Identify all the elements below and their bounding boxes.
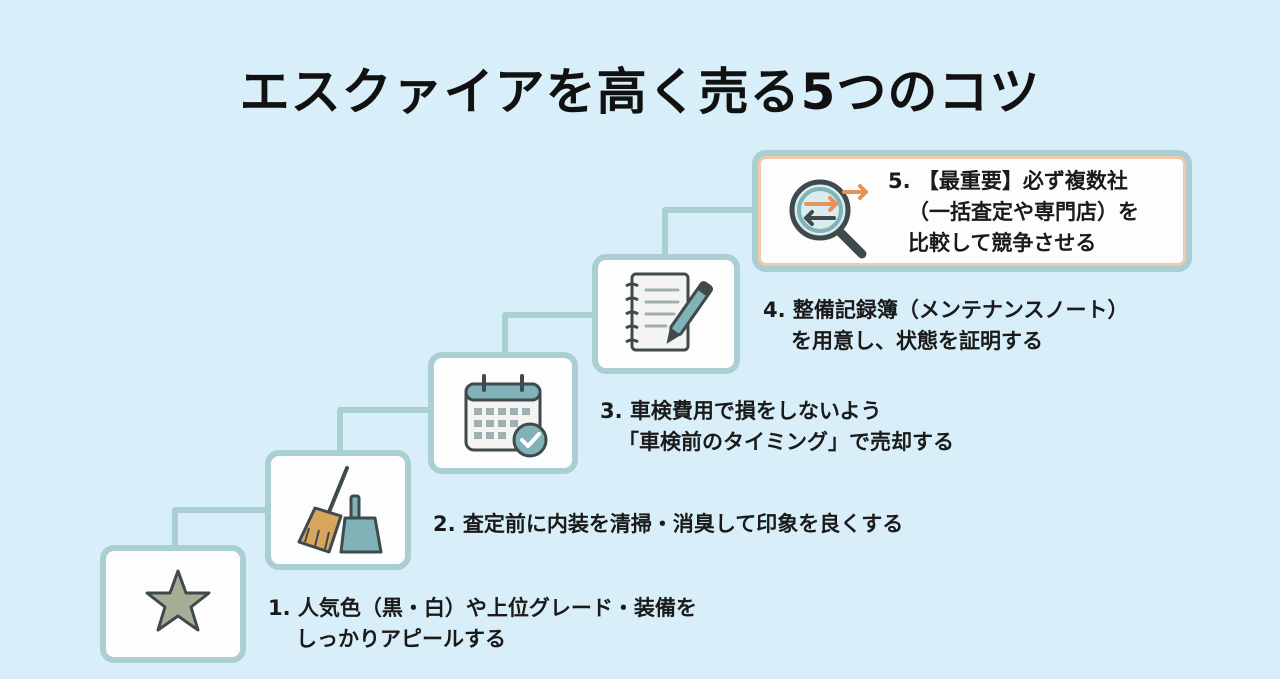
- page-title: エスクァイアを高く売る5つのコツ: [239, 63, 1041, 121]
- step-label-1: 1. 人気色（黒・白）や上位グレード・装備を しっかりアピールする: [268, 596, 697, 651]
- step-label-3: 3. 車検費用で損をしないよう 「車検前のタイミング」で売却する: [600, 399, 954, 454]
- notebook-pen-icon: [625, 272, 714, 352]
- star-icon: [145, 569, 211, 632]
- broom-dustpan-icon: [297, 466, 383, 554]
- step-box-5: [752, 150, 1192, 272]
- calendar-check-icon: [464, 374, 548, 458]
- step-label-5: 5. 【最重要】必ず複数社 （一括査定や専門店）を 比較して競争させる: [888, 169, 1139, 255]
- step-box-1: [100, 545, 246, 663]
- step-box-3: [428, 352, 578, 474]
- magnifier-compare-icon: [789, 179, 868, 259]
- step-label-2: 2. 査定前に内装を清掃・消臭して印象を良くする: [433, 512, 904, 536]
- step-label-4: 4. 整備記録簿（メンテナンスノート） を用意し、状態を証明する: [763, 298, 1129, 353]
- step-box-2: [265, 450, 411, 570]
- step-box-4: [592, 254, 740, 374]
